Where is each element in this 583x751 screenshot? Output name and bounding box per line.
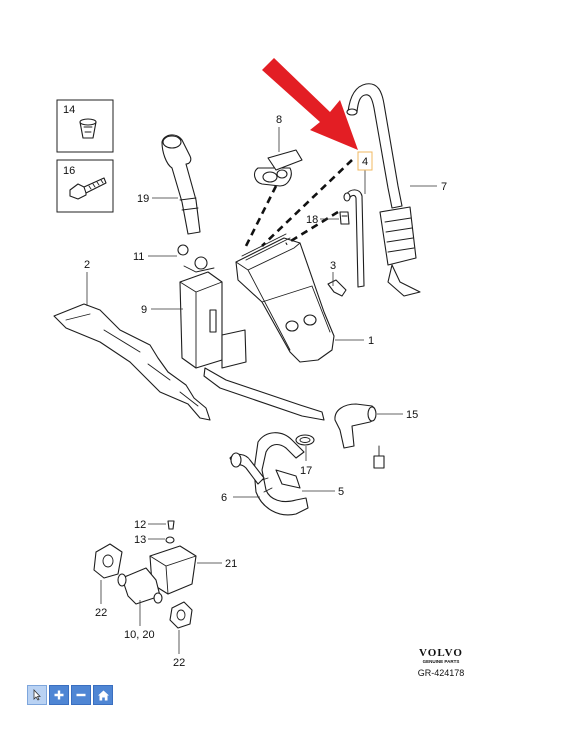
callout-4: 4 <box>362 156 368 168</box>
part-17-clamp <box>295 434 315 446</box>
callout-22-right: 22 <box>173 657 185 669</box>
part-8-clip <box>253 149 303 187</box>
part-18-clip <box>339 211 350 225</box>
callout-15: 15 <box>406 409 418 421</box>
part-3-bracket <box>327 279 347 297</box>
highlight-box <box>357 151 373 171</box>
callout-9: 9 <box>141 304 147 316</box>
callout-10-20: 10, 20 <box>124 629 155 641</box>
red-arrow <box>262 58 358 150</box>
callout-1: 1 <box>368 335 374 347</box>
callout-22-left: 22 <box>95 607 107 619</box>
part-11-grommets <box>177 244 208 270</box>
volvo-logo: VOLVO GENUINE PARTS <box>419 647 463 664</box>
cursor-button[interactable] <box>27 685 47 705</box>
cursor-icon <box>33 689 41 701</box>
part-1-canister <box>235 233 335 363</box>
part-2-bracket <box>53 303 211 421</box>
callout-19: 19 <box>137 193 149 205</box>
part-12-screw <box>167 520 175 530</box>
bolt-icon <box>69 177 107 200</box>
part-7-pipe-heat-shield <box>346 83 421 297</box>
part-21-solenoid <box>117 545 197 605</box>
logo-brand: VOLVO <box>419 647 463 659</box>
home-button[interactable] <box>93 685 113 705</box>
part-4-hose <box>343 189 365 288</box>
connection-lines <box>242 159 353 251</box>
callout-2: 2 <box>84 259 90 271</box>
callout-11: 11 <box>133 251 144 263</box>
inset-box-16 <box>56 159 114 213</box>
callout-17: 17 <box>300 465 312 477</box>
viewer-toolbar <box>27 685 113 705</box>
callout-3: 3 <box>330 260 336 272</box>
zoom-out-button[interactable] <box>71 685 91 705</box>
callout-16: 16 <box>63 165 75 177</box>
zoom-in-button[interactable] <box>49 685 69 705</box>
callout-7: 7 <box>441 181 447 193</box>
callout-18: 18 <box>306 214 318 226</box>
callout-21: 21 <box>225 558 237 570</box>
part-13-washer <box>165 536 175 544</box>
callout-6: 6 <box>221 492 227 504</box>
callout-14: 14 <box>63 104 75 116</box>
inset-box-14 <box>56 99 114 153</box>
document-id: GR-424178 <box>418 668 465 678</box>
zoom-out-icon <box>76 693 86 697</box>
callout-13: 13 <box>134 534 146 546</box>
part-9-bracket-tank <box>179 265 325 421</box>
callout-labels: 14 16 19 8 4 7 18 11 2 9 3 1 15 17 5 6 1… <box>63 104 447 669</box>
part-5-6-hoses <box>229 432 309 516</box>
push-nut-icon <box>79 118 97 139</box>
callout-5: 5 <box>338 486 344 498</box>
callout-8: 8 <box>276 114 282 126</box>
part-22-pad-right <box>169 601 193 629</box>
leader-lines <box>86 127 437 654</box>
callout-12: 12 <box>134 519 146 531</box>
logo-tagline: GENUINE PARTS <box>423 659 460 664</box>
arrow-shape <box>262 58 358 150</box>
part-19-hose <box>161 134 201 235</box>
part-15-elbow <box>334 403 385 469</box>
part-22-pad-left <box>93 543 123 579</box>
zoom-in-icon <box>54 690 64 700</box>
home-icon <box>97 690 109 700</box>
